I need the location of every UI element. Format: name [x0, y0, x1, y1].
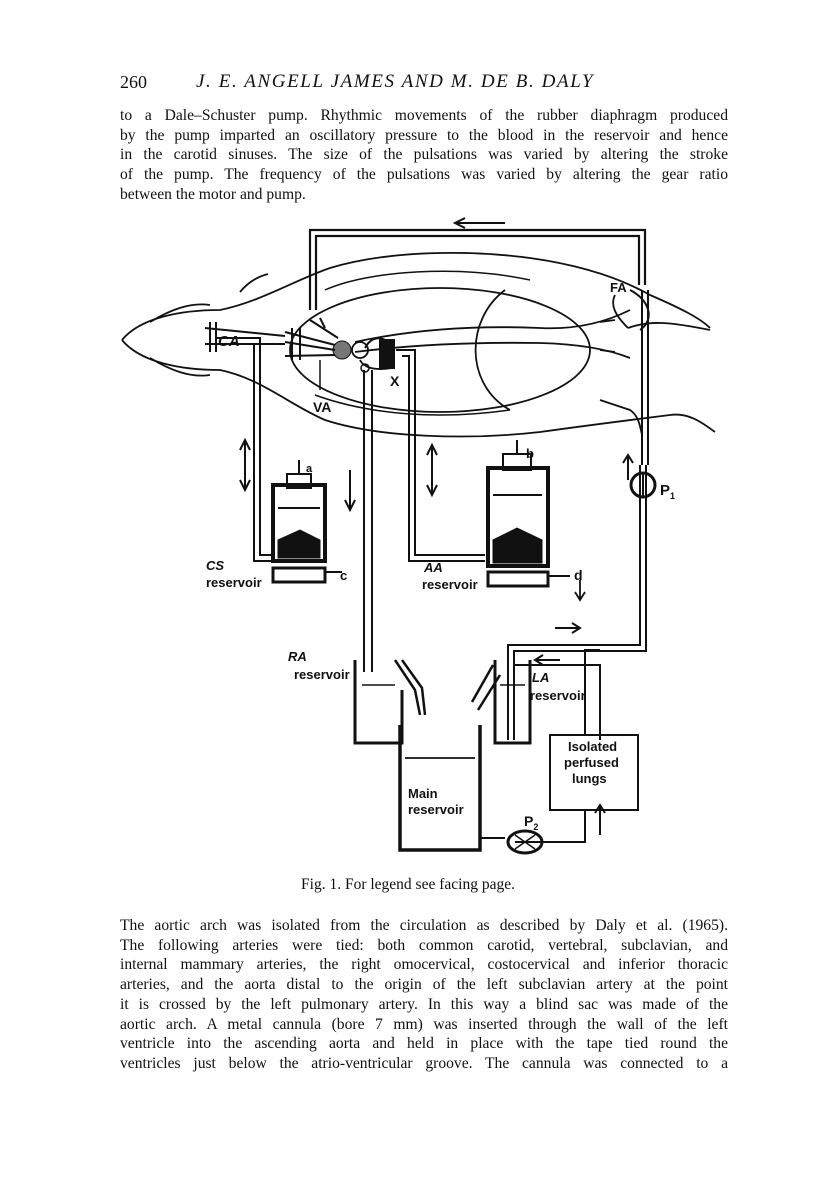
pump-p1: [629, 471, 657, 499]
text-line: in the carotid sinuses. The size of the …: [120, 146, 728, 164]
aa-reservoir: [486, 440, 570, 588]
paragraph-top: to a Dale–Schuster pump. Rhythmic moveme…: [120, 106, 728, 205]
text-line: ventricles just below the atrio-ventricu…: [120, 1054, 728, 1072]
perfusion-diagram: CA VA X FA P1 P2 a b c d CS reservoir AA…: [121, 217, 716, 855]
arrow-updown-icon: [426, 442, 438, 498]
label-main-reservoir: Main reservoir: [408, 786, 464, 817]
label-cs-reservoir: CS reservoir: [206, 558, 262, 590]
ra-tube: [363, 370, 373, 672]
main-reservoir: [398, 725, 482, 852]
diaphragm-curve: [474, 289, 511, 411]
aa-tube: [396, 349, 485, 562]
arrow-down-icon: [344, 470, 356, 513]
label-fa: FA: [610, 280, 627, 295]
label-d: d: [574, 567, 583, 583]
arrow-up-icon: [594, 803, 606, 835]
heart: [332, 337, 395, 373]
label-c: c: [340, 568, 347, 583]
label-b: b: [526, 446, 534, 461]
page-number: 260: [120, 72, 147, 92]
arrow-left-icon: [533, 654, 560, 666]
label-lungs: Isolated perfused lungs: [564, 739, 623, 786]
label-aa-reservoir: AA reservoir: [422, 560, 478, 592]
label-ra-reservoir: RA reservoir: [288, 649, 350, 682]
fa-tube: [599, 289, 650, 465]
cs-tube: [215, 337, 275, 562]
text-line: between the motor and pump.: [120, 185, 306, 203]
cs-reservoir: [271, 460, 342, 584]
arrow-down-icon: [574, 580, 586, 602]
label-la-reservoir: LA reservoir: [530, 670, 586, 703]
la-reservoir: [470, 660, 532, 745]
paragraph-bottom: The aortic arch was isolated from the ci…: [120, 916, 728, 1074]
arrow-right-icon: [555, 622, 582, 634]
label-x: X: [390, 373, 400, 389]
label-p2: P2: [524, 813, 538, 832]
label-p1: P1: [660, 482, 675, 501]
arrow-left-icon: [452, 217, 505, 229]
page-header: 260 J. E. ANGELL JAMES AND M. DE B. DALY: [120, 71, 730, 102]
running-title: J. E. ANGELL JAMES AND M. DE B. DALY: [196, 71, 595, 92]
thorax: [289, 287, 591, 413]
lungs-tubes: [480, 649, 600, 843]
arrow-up-icon: [622, 453, 634, 480]
text-line: ventricle into the ascending aorta and h…: [120, 1035, 728, 1053]
text-line: of the pump. The frequency of the pulsat…: [120, 166, 728, 184]
figure-caption: Fig. 1. For legend see facing page.: [301, 876, 515, 893]
text-line: it is crossed by the left pulmonary arte…: [120, 995, 728, 1013]
dog-outline: [121, 251, 716, 438]
label-va: VA: [313, 399, 331, 415]
la-tube: [507, 465, 647, 740]
text-line: by the pump imparted an oscillatory pres…: [120, 126, 728, 144]
text-line: The aortic arch was isolated from the ci…: [120, 917, 728, 934]
text-line: aortic arch. A metal cannula (bore 7 mm)…: [120, 1015, 728, 1033]
label-ca: CA: [218, 333, 240, 350]
arrow-updown-icon: [239, 437, 251, 493]
aorta: [354, 309, 631, 359]
text-line: internal mammary arteries, the right omo…: [120, 956, 728, 974]
ra-reservoir: [353, 659, 427, 745]
text-line: to a Dale–Schuster pump. Rhythmic moveme…: [120, 107, 728, 124]
text-line: arteries, and the aorta distal to the or…: [120, 976, 728, 994]
label-a: a: [306, 463, 313, 475]
lungs-box: [549, 734, 639, 811]
pump-p2: [506, 829, 544, 855]
text-line: The following arteries were tied: both c…: [120, 936, 728, 954]
